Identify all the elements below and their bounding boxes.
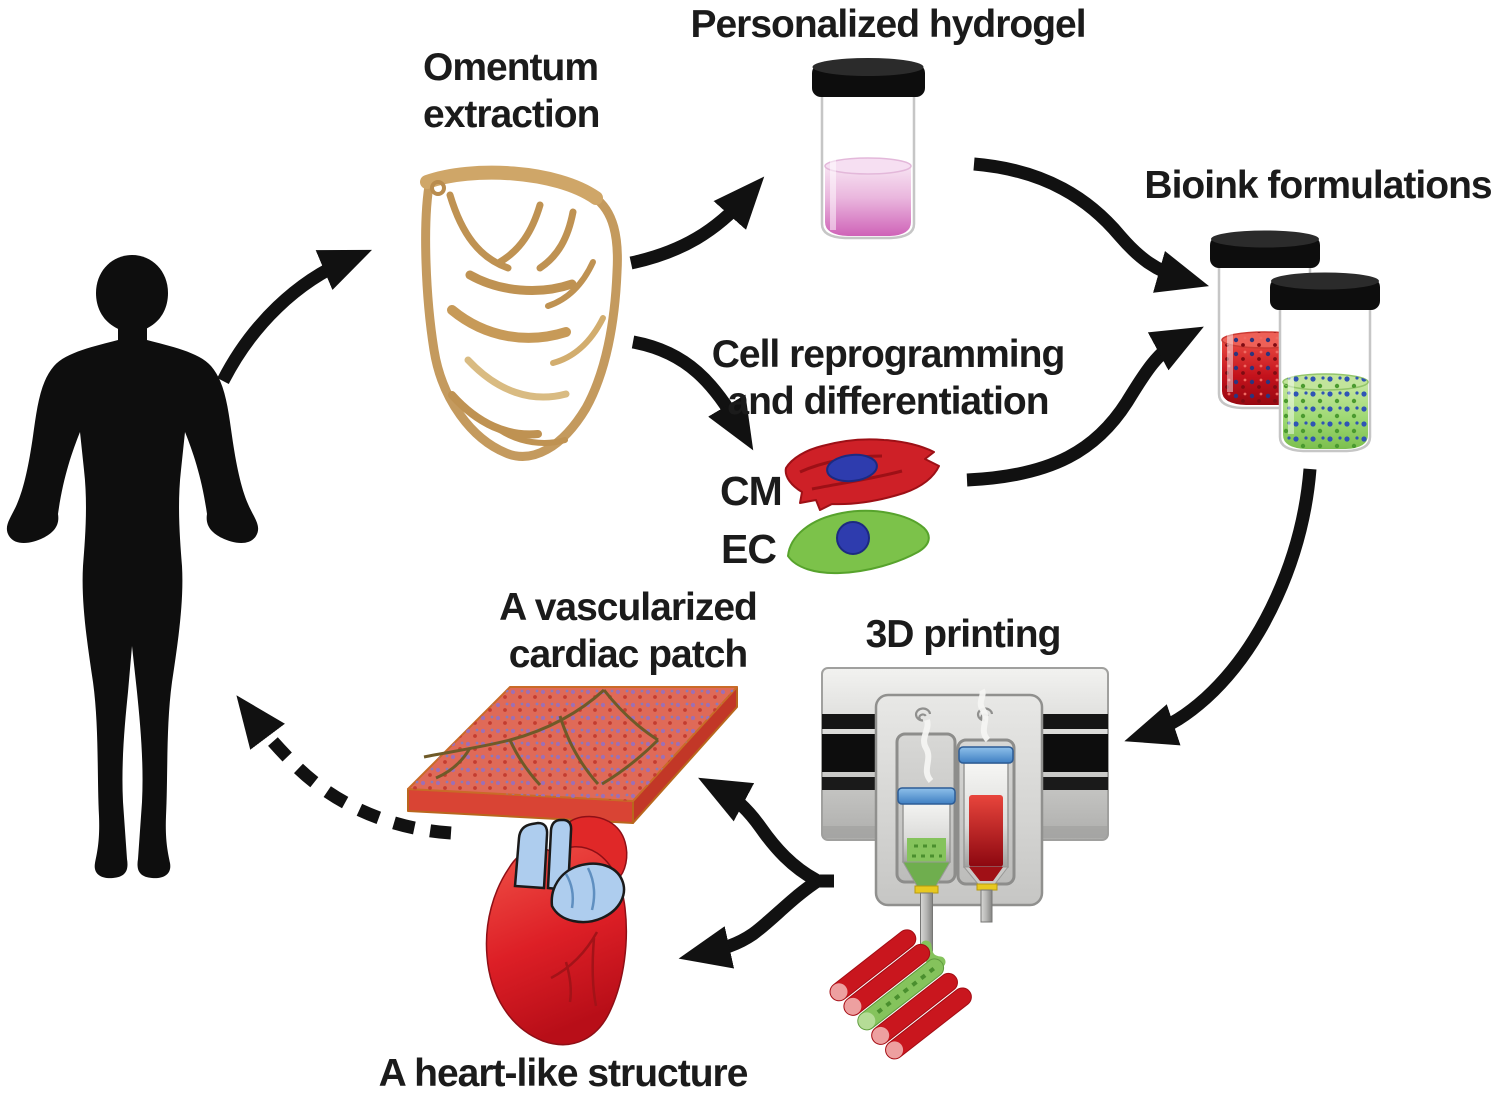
- label-ec: EC: [721, 526, 777, 572]
- arrow-printer-to-heart: [678, 876, 820, 969]
- label-vascularized-cardiac-patch: A vascularized cardiac patch: [499, 584, 758, 678]
- label-patch-line2: cardiac patch: [508, 633, 748, 676]
- printer-icon: [821, 667, 1109, 968]
- steam-icon: [921, 719, 934, 784]
- steam-icon: [977, 688, 991, 743]
- printed-filaments-icon: [829, 929, 972, 1060]
- label-heart-like-structure: A heart-like structure: [378, 1052, 749, 1095]
- arrow-omentum-to-cells: [631, 335, 754, 451]
- patch-vessels: [423, 688, 660, 787]
- label-cell-reprogramming-line2: and differentiation: [727, 380, 1049, 423]
- label-bioink-formulations: Bioink formulations: [1144, 164, 1492, 207]
- arrow-cells-to-bioink: [966, 326, 1204, 487]
- label-omentum-line1: Omentum: [423, 46, 599, 89]
- label-omentum-extraction: Omentum extraction: [423, 44, 600, 138]
- omentum-icon: [420, 165, 622, 461]
- arrow-human-to-omentum: [217, 249, 372, 384]
- heart-icon: [485, 815, 628, 1046]
- arrow-printer-to-patch: [698, 777, 820, 886]
- syringe-red-icon: [958, 746, 1014, 923]
- nozzle-ring-icon: [976, 883, 998, 891]
- label-patch-line1: A vascularized: [499, 586, 758, 629]
- cardiac-patch-icon: [407, 686, 738, 824]
- label-omentum-line2: extraction: [423, 93, 600, 136]
- cm-cell-icon: [784, 438, 940, 511]
- human-figure-icon: [6, 255, 259, 879]
- bioink-vial-green-icon: [1270, 272, 1380, 453]
- label-cell-reprogramming: Cell reprogramming and differentiation: [711, 331, 1066, 425]
- hydrogel-vial-icon: [812, 58, 925, 240]
- arrow-patch-to-human-dashed: [236, 695, 452, 840]
- label-cm: CM: [720, 468, 783, 514]
- arrow-omentum-to-hydrogel: [629, 176, 765, 270]
- label-3d-printing: 3D printing: [865, 613, 1062, 656]
- label-cell-reprogramming-line1: Cell reprogramming: [711, 333, 1066, 376]
- syringe-green-icon: [897, 787, 956, 968]
- nozzle-ring-icon: [914, 885, 939, 894]
- screw-icon: [914, 707, 932, 722]
- ec-cell-icon: [786, 509, 930, 575]
- heart-veins: [550, 931, 599, 1007]
- label-personalized-hydrogel: Personalized hydrogel: [690, 3, 1086, 46]
- arrow-bioink-to-printer: [1124, 468, 1317, 746]
- heart-vessels-icon: [513, 818, 626, 924]
- arrow-hydrogel-to-bioink: [973, 157, 1209, 293]
